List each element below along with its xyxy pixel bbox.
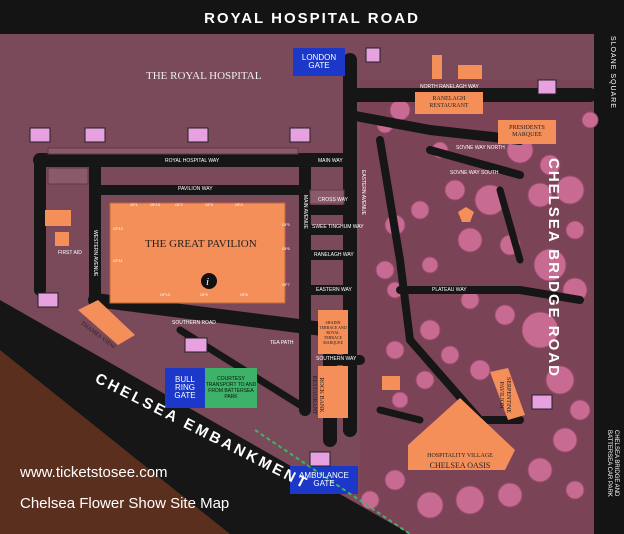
- london-gate-label: LONDON GATE: [301, 53, 337, 70]
- ambulance-gate: [290, 466, 358, 494]
- footer-url[interactable]: www.ticketstosee.com: [20, 464, 168, 481]
- london-gate: [293, 48, 345, 76]
- path-network: [33, 53, 597, 447]
- grid-ref-gf13: GF13: [150, 202, 161, 207]
- rock-bank-label: ROCK BANK RESTAURANT: [311, 375, 324, 415]
- chelsea-bridge-road-label: CHELSEA BRIDGE ROAD: [545, 158, 562, 378]
- ranelagh-restaurant-label: RANELAGH RESTAURANT: [429, 96, 469, 109]
- grid-ref-gf8: GF8: [240, 292, 249, 297]
- pond: [458, 207, 474, 222]
- sovne-way-north-label: SOVNE WAY NORTH: [456, 145, 505, 151]
- grid-ref-gf6: GF6: [282, 246, 291, 251]
- plateau-way-label: PLATEAU WAY: [432, 287, 467, 293]
- ranelagh-way-label: RANELAGH WAY: [314, 252, 354, 258]
- shadin-terrace-label: SHADIN TERRACE AND ROYAL TERRACE MARQUEE: [319, 319, 347, 345]
- north-ranelagh-way-label: NORTH RANELAGH WAY: [420, 84, 479, 90]
- info-point-icon: [201, 273, 217, 289]
- royal-hospital-way-label: ROYAL HOSPITAL WAY: [165, 158, 220, 164]
- grid-ref-gf2: GF2: [175, 202, 184, 207]
- accessibility-icons: [382, 65, 482, 390]
- thames-view: [78, 300, 135, 345]
- great-pavilion: [109, 202, 286, 304]
- grid-ref-gf9: GF9: [200, 292, 209, 297]
- ambulance-route: [254, 429, 411, 534]
- pavilion-way-label: PAVILION WAY: [178, 186, 213, 192]
- hospitality-village: [408, 398, 515, 470]
- rock-bank: [318, 366, 348, 418]
- southern-road-label: SOUTHERN ROAD: [172, 320, 216, 326]
- toilets-icon: [45, 210, 71, 226]
- eastern-way-label: EASTERN WAY: [316, 287, 352, 293]
- grid-ref-gf1: GF1: [130, 202, 139, 207]
- tea-path-label: TEA PATH: [270, 340, 294, 346]
- southern-way-label: SOUTHERN WAY: [316, 356, 357, 362]
- svg-text:i: i: [206, 276, 209, 288]
- western-avenue-label: WESTERN AVENUE: [92, 230, 98, 277]
- sloane-square-label: SLOANE SQUARE: [609, 36, 616, 109]
- serpentine-pavilion: [490, 368, 525, 420]
- map-title: Chelsea Flower Show Site Map: [20, 495, 230, 512]
- hospitality-village-label: HOSPITALITY VILLAGE: [427, 452, 493, 459]
- royal-hospital-label: THE ROYAL HOSPITAL: [146, 70, 262, 82]
- main-way-label: MAIN WAY: [318, 158, 343, 164]
- entry-signs: [29, 47, 557, 467]
- eastern-avenue-label: EASTERN AVENUE: [360, 170, 366, 215]
- chelsea-oasis-label: CHELSEA OASIS: [429, 460, 491, 470]
- first-aid-label: FIRST AID: [58, 250, 82, 256]
- grid-ref-gf3: GF3: [205, 202, 214, 207]
- grid-ref-gf4: GF4: [235, 202, 244, 207]
- river: [0, 350, 230, 534]
- shadin-terrace: [318, 310, 348, 354]
- presidents-marquee-label: PRESIDENTS MARQUEE: [509, 125, 545, 138]
- hospital-buildings: [47, 147, 345, 205]
- royal-hospital-road-label: ROYAL HOSPITAL ROAD: [204, 10, 420, 27]
- courtesy-transport: [205, 368, 257, 408]
- swee-tinghum-way-label: SWEE TINGHUM WAY: [312, 224, 364, 230]
- grid-ref-gf10: GF10: [160, 292, 171, 297]
- car-park-label: CHELSEA BRIDGE AND BATTERSEA CAR PARK: [606, 430, 619, 497]
- ranelagh-restaurant: [415, 92, 483, 114]
- courtesy-transport-label: COURTESY TRANSPORT TO AND FROM BATTERSEA…: [205, 376, 257, 400]
- food-hall: [432, 55, 442, 79]
- main-avenue-label: MAIN AVENUE: [302, 195, 308, 229]
- bull-ring-gate: [165, 368, 205, 408]
- grid-ref-gf7: GF7: [282, 282, 291, 287]
- ambulance-gate-label: AMBULANCE GATE: [299, 471, 349, 488]
- grid-ref-gf11: GF11: [113, 258, 123, 263]
- cross-way-label: CROSS WAY: [318, 197, 349, 203]
- grid-ref-gf12: GF12: [113, 226, 124, 231]
- grid-ref-gf5: GF5: [282, 222, 291, 227]
- first-aid-icon: [55, 232, 69, 246]
- great-pavilion-label: THE GREAT PAVILION: [145, 238, 257, 250]
- presidents-marquee: [498, 120, 556, 144]
- bull-ring-gate-label: BULL RING GATE: [174, 375, 196, 400]
- sovne-way-south-label: SOVNE WAY SOUTH: [450, 170, 499, 176]
- serpentine-label: SERPENTINE PAVILION: [498, 377, 511, 413]
